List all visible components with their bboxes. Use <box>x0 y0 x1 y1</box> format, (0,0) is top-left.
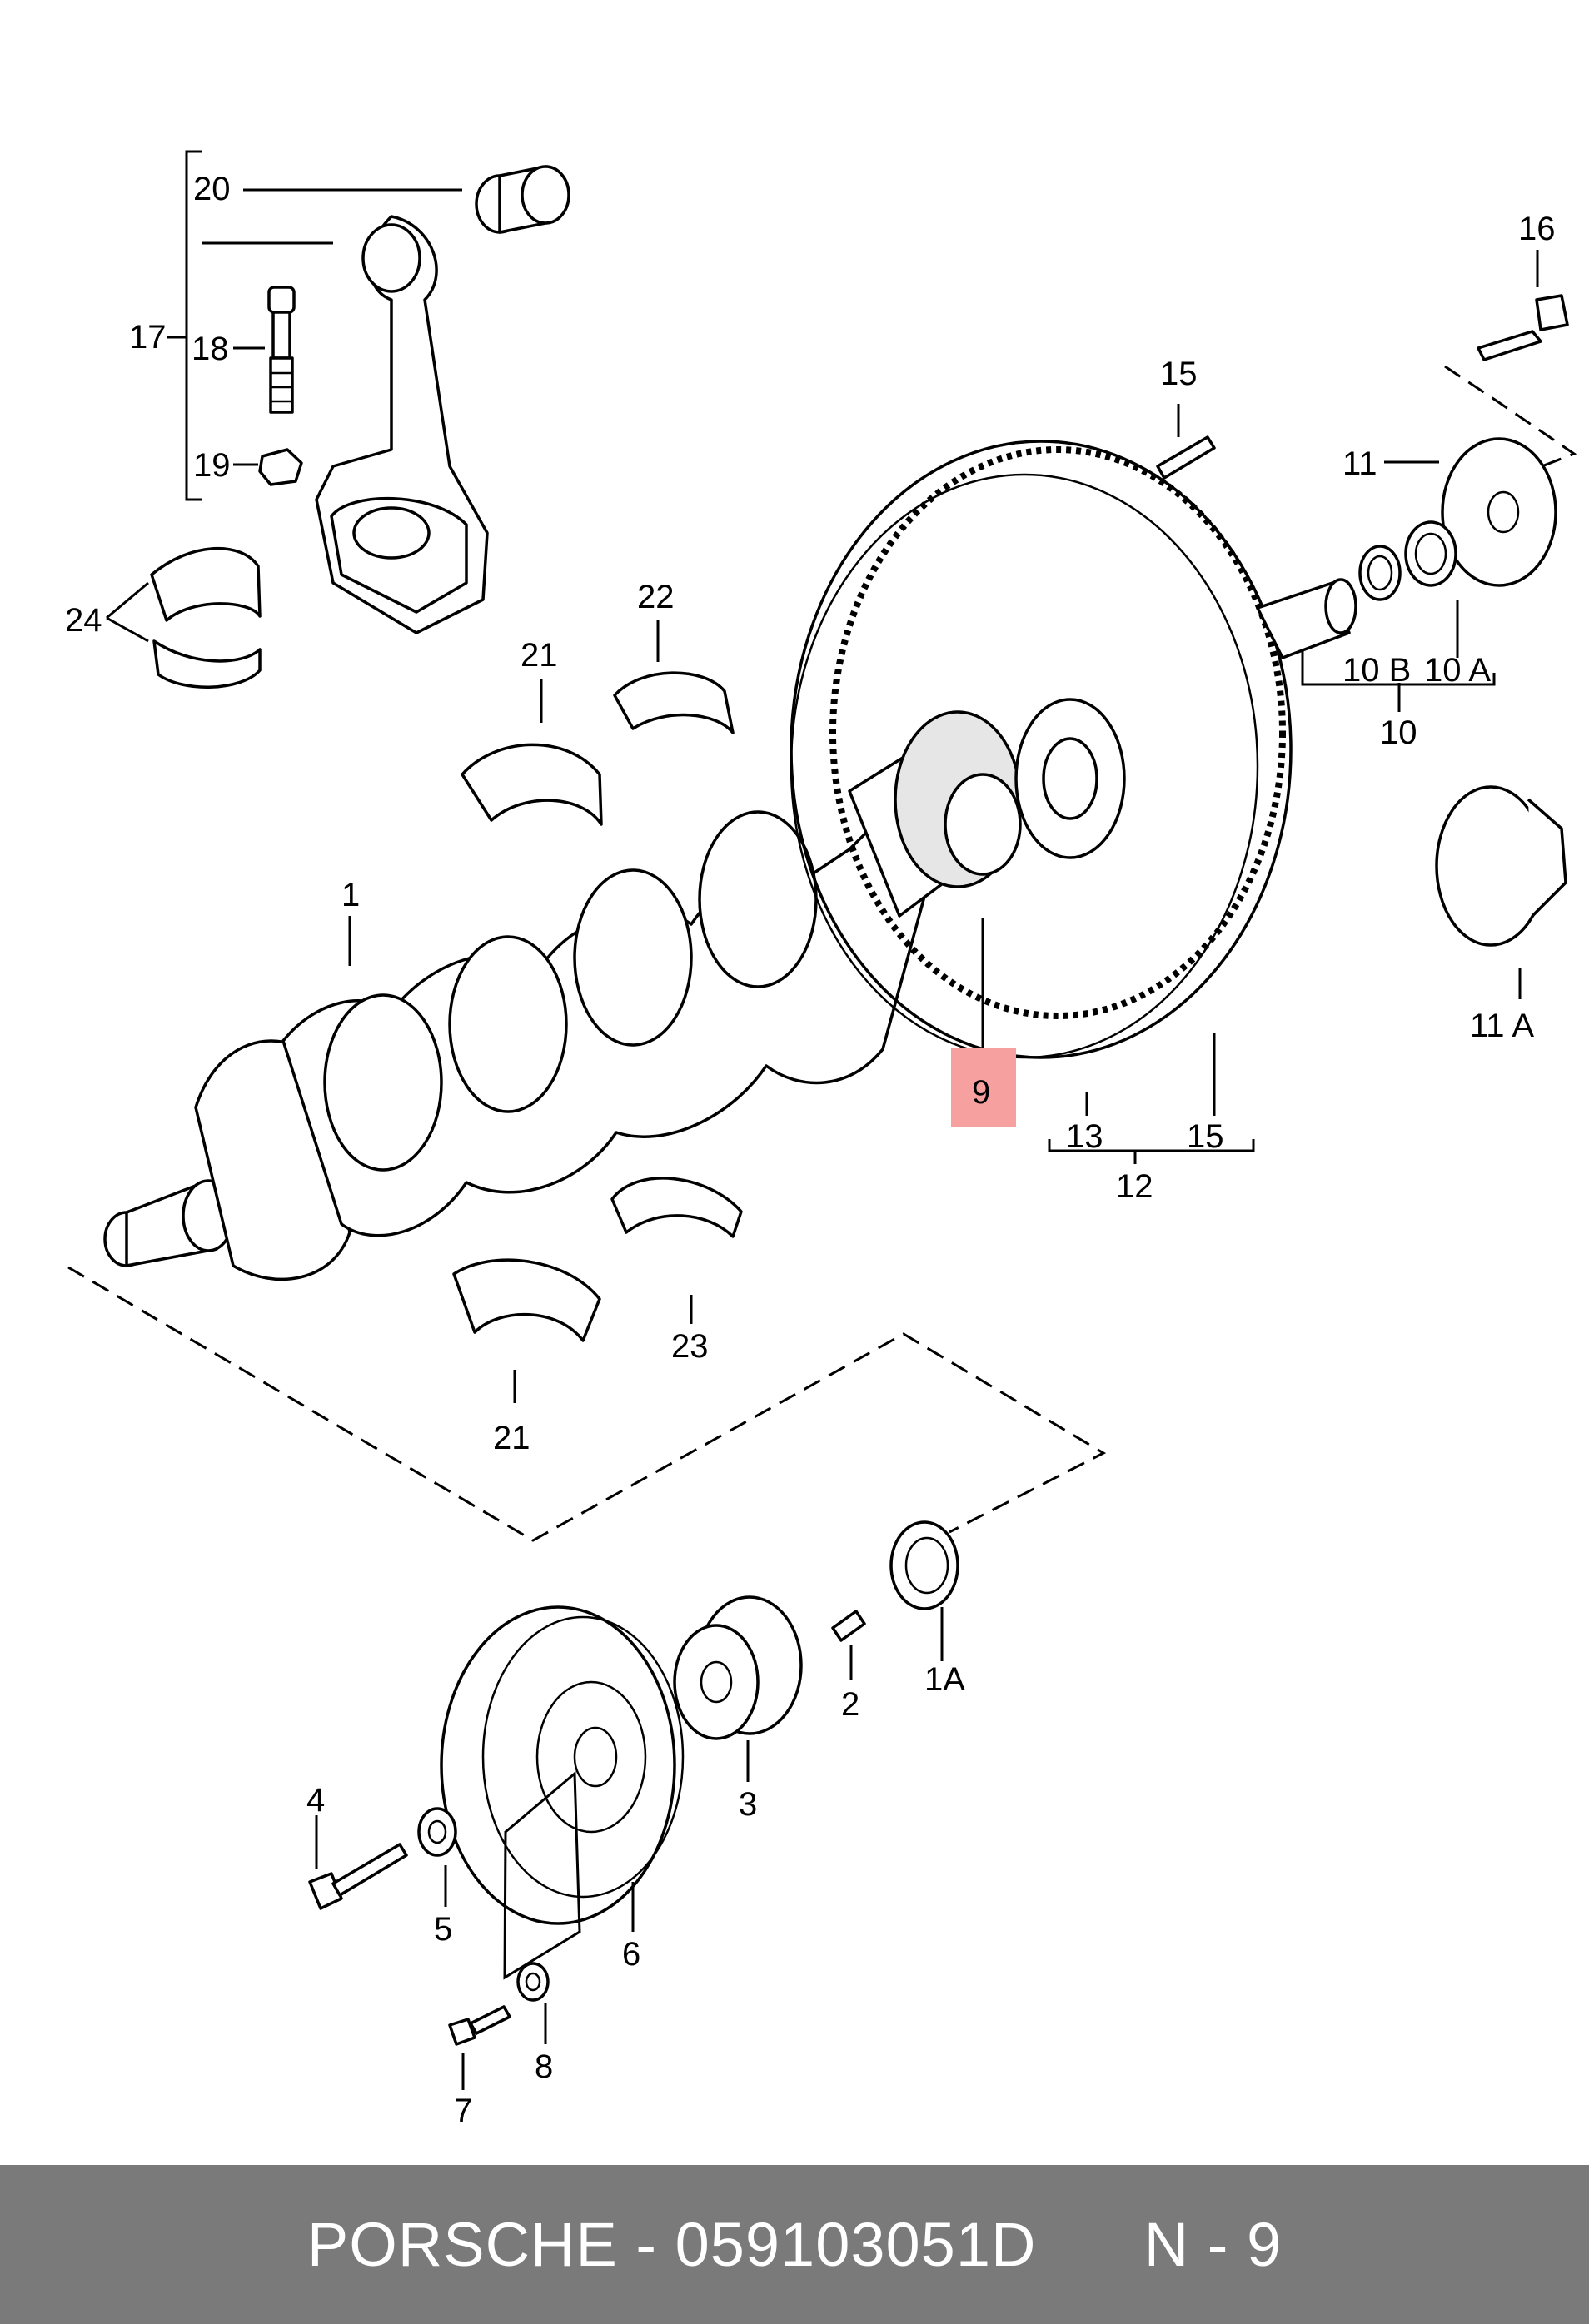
callout-2: 2 <box>841 1686 859 1723</box>
footer-separator: - <box>617 2210 675 2279</box>
callout-20: 20 <box>193 171 231 207</box>
connecting-rod-group <box>106 150 570 689</box>
footer-gap <box>1036 2210 1143 2279</box>
dashed-outline <box>67 1266 1107 1542</box>
callout-10a: 10 A <box>1424 652 1491 689</box>
callout-12: 12 <box>1116 1168 1153 1205</box>
callout-1a: 1A <box>924 1661 965 1698</box>
callout-21-bottom: 21 <box>493 1420 530 1456</box>
callout-15-bottom: 15 <box>1187 1118 1224 1155</box>
callout-3: 3 <box>739 1786 757 1823</box>
callout-22: 22 <box>637 579 675 615</box>
callout-6: 6 <box>622 1936 640 1973</box>
callout-21-top: 21 <box>521 637 558 674</box>
footer-bar: PORSCHE - 059103051D N - 9 <box>0 2165 1589 2324</box>
footer-part-number: 059103051D <box>675 2210 1037 2279</box>
callout-5: 5 <box>434 1911 452 1948</box>
highlight-box-part-9 <box>951 1048 1016 1127</box>
crankshaft <box>103 710 1022 1281</box>
callout-16: 16 <box>1518 211 1556 247</box>
highlight-label: 9 <box>972 1074 990 1111</box>
bearing-shells-lower <box>452 1177 743 1403</box>
flywheel <box>790 440 1357 1059</box>
callout-23: 23 <box>671 1328 709 1365</box>
callout-18: 18 <box>192 331 229 367</box>
callout-24: 24 <box>65 602 102 639</box>
pulley-group <box>308 1520 959 2090</box>
footer-brand: PORSCHE <box>306 2210 618 2279</box>
callout-4: 4 <box>306 1782 325 1819</box>
callout-1: 1 <box>341 877 360 913</box>
callout-11: 11 <box>1342 445 1377 482</box>
bearing-shells-top <box>461 620 735 826</box>
callout-10b: 10 B <box>1342 652 1411 689</box>
right-side-parts <box>981 250 1577 1164</box>
callout-17: 17 <box>129 319 167 356</box>
callout-10: 10 <box>1380 714 1417 751</box>
footer-position: N - 9 <box>1143 2210 1283 2279</box>
callout-8: 8 <box>535 2048 553 2085</box>
callout-11a: 11 A <box>1470 1008 1534 1044</box>
footer-caption: PORSCHE - 059103051D N - 9 <box>307 2209 1282 2280</box>
crankshaft-parts-diagram: 9 20 17 18 19 24 22 21 1 15 16 11 10 B 1… <box>65 150 1577 2129</box>
callout-13: 13 <box>1066 1118 1103 1155</box>
callout-7: 7 <box>454 2093 472 2129</box>
callout-19: 19 <box>193 447 231 484</box>
callout-labels: 20 17 18 19 24 22 21 1 15 16 11 10 B 10 … <box>65 171 1556 2129</box>
callout-15-top: 15 <box>1160 356 1198 392</box>
